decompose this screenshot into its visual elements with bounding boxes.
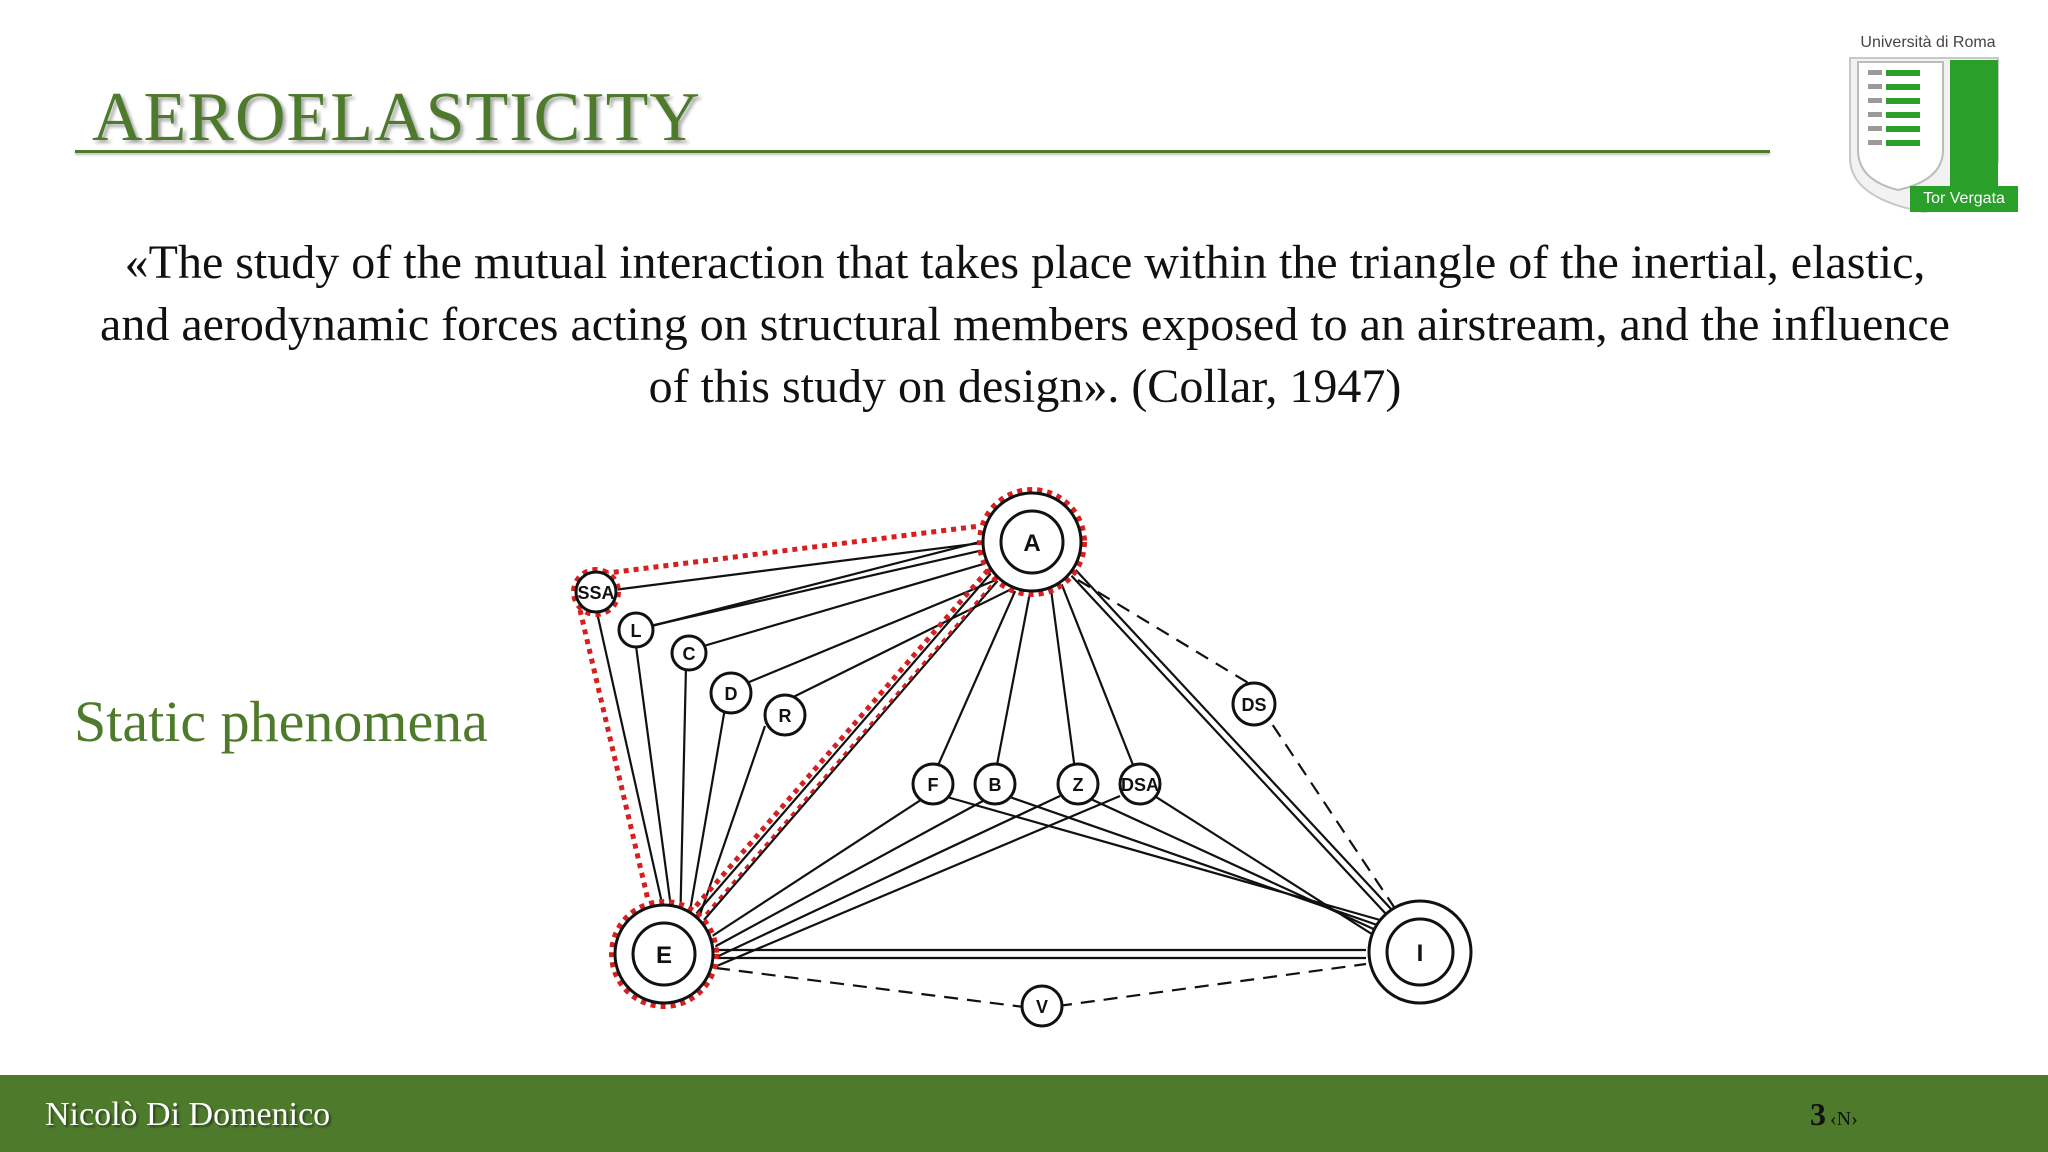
- node-c-label: C: [683, 644, 696, 664]
- dashed-links: [715, 579, 1397, 1010]
- node-e-label: E: [656, 942, 672, 969]
- logo-bottom-text: Tor Vergata: [1910, 186, 2018, 212]
- edge-dsa-i: [1141, 787, 1379, 939]
- edge-a-b: [994, 581, 1034, 771]
- edge-ssa-e: [594, 607, 670, 931]
- node-i-inner: [1385, 917, 1455, 987]
- edge-a-f: [934, 579, 1022, 771]
- edge-a-dsa: [1058, 579, 1137, 771]
- node-r: [763, 693, 807, 737]
- logo-top-text: Università di Roma: [1860, 34, 1996, 51]
- node-a-inner: [999, 509, 1065, 575]
- edge-ds-i: [1259, 705, 1397, 911]
- node-d-label: D: [725, 684, 738, 704]
- node-r-label: R: [779, 706, 792, 726]
- node-f-label: F: [928, 775, 939, 795]
- title-underline: [75, 150, 1770, 153]
- shield-icon: [1849, 57, 1999, 214]
- author-name: Nicolò Di Domenico: [45, 1096, 331, 1133]
- node-dsa-label: DSA: [1121, 775, 1159, 795]
- node-ssa-label: SSA: [577, 583, 614, 603]
- edge-r-e: [690, 725, 767, 939]
- node-dsa: [1118, 762, 1162, 806]
- node-l-label: L: [631, 621, 642, 641]
- edge-l-a: [649, 536, 1037, 628]
- edge-r-a: [766, 569, 1051, 711]
- node-e-inner: [631, 921, 697, 987]
- node-i-label: I: [1417, 940, 1424, 967]
- node-d: [709, 671, 753, 715]
- collar-quote: «The study of the mutual interaction tha…: [100, 236, 1950, 413]
- node-v-label: V: [1036, 997, 1048, 1017]
- node-v: [1020, 984, 1064, 1028]
- edge-e-f: [699, 793, 931, 945]
- edge-a-z: [1048, 581, 1077, 771]
- node-ssa: [574, 570, 618, 614]
- connection-lines: [594, 526, 1393, 970]
- footer-bar: [0, 1075, 2048, 1152]
- edge-e-b: [704, 795, 993, 953]
- edge-d-a: [724, 558, 1045, 694]
- node-a-label: A: [1023, 530, 1040, 557]
- page-field-mark: ‹N›: [1830, 1108, 1858, 1130]
- node-b: [973, 762, 1017, 806]
- node-z-label: Z: [1073, 775, 1084, 795]
- node-ds: [1231, 681, 1277, 727]
- edge-v-i: [1057, 962, 1367, 1008]
- slide-title: AEROELASTICITY: [92, 79, 701, 156]
- edge-e-a: [695, 571, 993, 915]
- node-f: [911, 762, 955, 806]
- edge-d-e: [684, 707, 727, 935]
- university-logo: Università di Roma Tor Vergata: [1838, 30, 2018, 215]
- edge-a-i: [1067, 571, 1387, 915]
- node-l: [617, 611, 655, 649]
- edge-c-e: [678, 665, 688, 933]
- edge-c-a: [689, 546, 1039, 652]
- node-b-label: B: [989, 775, 1002, 795]
- edge-e-dsa: [711, 794, 1121, 970]
- edge-e-z: [709, 795, 1061, 961]
- page-number: 3: [1810, 1096, 1826, 1132]
- edge-e-v: [715, 966, 1033, 1010]
- node-ds-label: DS: [1241, 695, 1266, 715]
- edge-z-i: [1081, 794, 1381, 933]
- page-indicator: 3‹N›: [1810, 1096, 1858, 1133]
- node-z: [1056, 762, 1100, 806]
- static-phenomena-label: Static phenomena: [74, 689, 488, 754]
- highlight-outline: [577, 523, 998, 915]
- node-c: [670, 634, 708, 672]
- collar-triangle-diagram: A E I SSA L C D R: [571, 487, 1473, 1028]
- edge-a-ds: [1077, 579, 1251, 685]
- edge-l-e: [634, 645, 676, 931]
- nodes: A E I SSA L C D R: [571, 487, 1473, 1028]
